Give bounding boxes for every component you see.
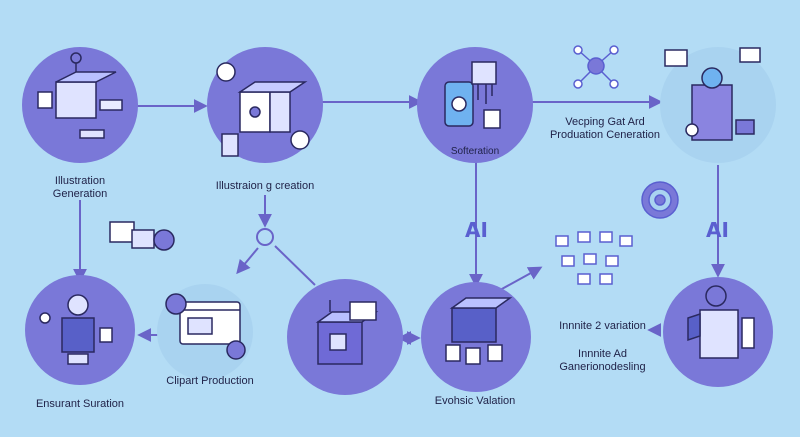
ai-label-right: AI: [706, 218, 729, 242]
arrow-ring-left: [236, 247, 259, 275]
label-vecping: Vecping Gat Ard Produation Ceneration: [549, 116, 661, 141]
circle-ensurant-suration: [25, 275, 135, 385]
label-infinite-variation: Innnite 2 variation: [559, 320, 646, 332]
label-softeration: Softeration: [450, 146, 500, 157]
label-infinite-ad: Innnite Ad Ganerionodesling: [559, 348, 646, 373]
fingerprint-gear-icon: [641, 181, 679, 219]
circle-illustraion-creation: [207, 47, 323, 163]
isometric-machine-icon: [37, 52, 123, 139]
ai-device-icon: [664, 47, 761, 141]
line-ring-right: [274, 245, 316, 286]
network-nodes-icon: [573, 45, 619, 89]
circle-infinite-variation: [663, 277, 773, 387]
tablet-chip-icon: [444, 61, 501, 129]
connectors: [73, 95, 725, 345]
box-chip-icon: [315, 300, 379, 365]
arrow-evo-cluster: [499, 266, 543, 291]
cube-gears-icon: [216, 62, 310, 157]
ring-connector: [256, 228, 274, 246]
circle-evoshic-valation: [421, 282, 531, 392]
circle-softeration: [417, 47, 533, 163]
robot-person-icon: [39, 294, 113, 365]
node-cluster-icon: [555, 231, 633, 285]
label-ensurant-suration: Ensurant Suration: [35, 398, 125, 410]
ai-label-left: AI: [465, 218, 488, 242]
circle-box-node: [287, 279, 403, 395]
label-clipart-production: Clipart Production: [166, 375, 254, 387]
label-illustraion-creation: Illustraion g creation: [215, 180, 315, 192]
circle-clipart-production: [157, 284, 253, 380]
image-tiles-icon: [109, 221, 175, 251]
circle-ai-device: [660, 47, 776, 163]
label-evoshic-valation: Evohsic Valation: [434, 395, 516, 407]
browser-window-icon: [165, 293, 246, 360]
server-shield-icon: [687, 285, 755, 359]
circle-illustration-generation: [22, 47, 138, 163]
label-illustration-generation: Illustration Generation: [52, 175, 108, 200]
cube-nodes-icon: [445, 297, 513, 365]
